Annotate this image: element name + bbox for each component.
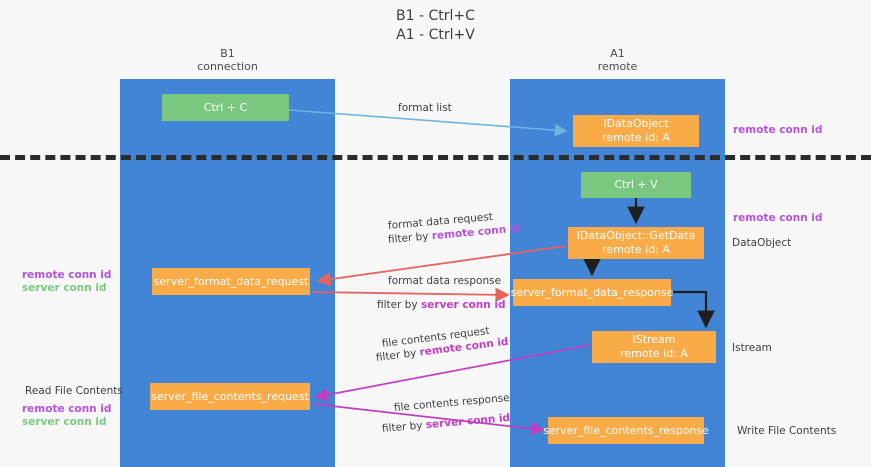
filter-prefix-1: filter by (387, 230, 433, 246)
node-server-format-data-response[interactable]: server_format_data_response (510, 279, 674, 306)
filter-prefix-2: filter by (377, 299, 421, 311)
node-server-file-contents-response[interactable]: server_file_contents_response (543, 417, 709, 444)
node-ctrl-v-label: Ctrl + V (614, 178, 658, 191)
lane-header-b1: B1 connection (120, 47, 335, 73)
edge-label-format-list: format list (398, 102, 452, 114)
page-title-line1: B1 - Ctrl+C (396, 8, 475, 24)
node-istream-line1: IStream (632, 333, 676, 346)
node-server-format-data-response-label: server_format_data_response (510, 285, 674, 299)
filter-prefix-3: filter by (375, 346, 421, 364)
filter-prefix-4: filter by (381, 419, 427, 435)
node-idataobject-line1: IDataObject (603, 117, 669, 130)
node-idataobject[interactable]: IDataObject remote id: A (573, 115, 699, 147)
annotation-dataobject: DataObject (732, 237, 792, 249)
node-getdata-line2: remote id: A (602, 243, 670, 256)
annotation-write-file-contents: Write File Contents (737, 425, 837, 437)
node-server-format-data-request-label: server_format_data_request (153, 274, 309, 288)
section-divider (0, 155, 871, 160)
node-server-file-contents-request[interactable]: server_file_contents_request (150, 383, 310, 410)
edge-label-format-data-response: format data response (388, 275, 502, 287)
node-server-file-contents-response-label: server_file_contents_response (543, 423, 709, 437)
annotation-left-server-conn-id: server conn id (22, 282, 107, 294)
node-getdata-line1: IDataObject::GetData (576, 229, 696, 242)
annotation-right-mid-remote-conn-id: remote conn id (733, 212, 823, 224)
node-idataobject-line2: remote id: A (602, 131, 670, 144)
node-server-file-contents-request-label: server_file_contents_request (151, 389, 309, 403)
page-title: B1 - Ctrl+C A1 - Ctrl+V (0, 7, 871, 45)
lane-header-b1-sub: connection (197, 60, 258, 73)
annotation-read-file-contents: Read File Contents (25, 385, 123, 397)
filter-key-server-conn-id-1: server conn id (420, 299, 506, 311)
lane-header-a1-name: A1 (610, 47, 625, 60)
node-idataobject-getdata[interactable]: IDataObject::GetData remote id: A (568, 227, 704, 259)
page-title-line2: A1 - Ctrl+V (396, 27, 475, 43)
filter-key-server-conn-id-2: server conn id (425, 411, 511, 432)
node-ctrl-c[interactable]: Ctrl + C (162, 94, 289, 121)
annotation-istream: Istream (732, 342, 772, 354)
annotation-left-low-server-conn-id: server conn id (22, 416, 107, 428)
node-istream-line2: remote id: A (620, 347, 688, 360)
lane-header-b1-name: B1 (220, 47, 235, 60)
node-server-format-data-request[interactable]: server_format_data_request (152, 268, 310, 295)
node-istream[interactable]: IStream remote id: A (592, 331, 716, 363)
edge-label-file-contents-response-filter: filter by server conn id (381, 411, 510, 436)
annotation-right-top-remote-conn-id: remote conn id (733, 124, 823, 136)
annotation-left-low-remote-conn-id: remote conn id (22, 403, 112, 415)
edge-label-format-data-response-filter: filter by server conn id (377, 298, 506, 312)
lane-header-a1: A1 remote (510, 47, 725, 73)
node-ctrl-c-label: Ctrl + C (203, 100, 248, 114)
lane-header-a1-sub: remote (597, 60, 638, 73)
edge-format-data-response (311, 287, 510, 303)
node-ctrl-v[interactable]: Ctrl + V (581, 172, 691, 198)
annotation-left-remote-conn-id: remote conn id (22, 269, 112, 281)
